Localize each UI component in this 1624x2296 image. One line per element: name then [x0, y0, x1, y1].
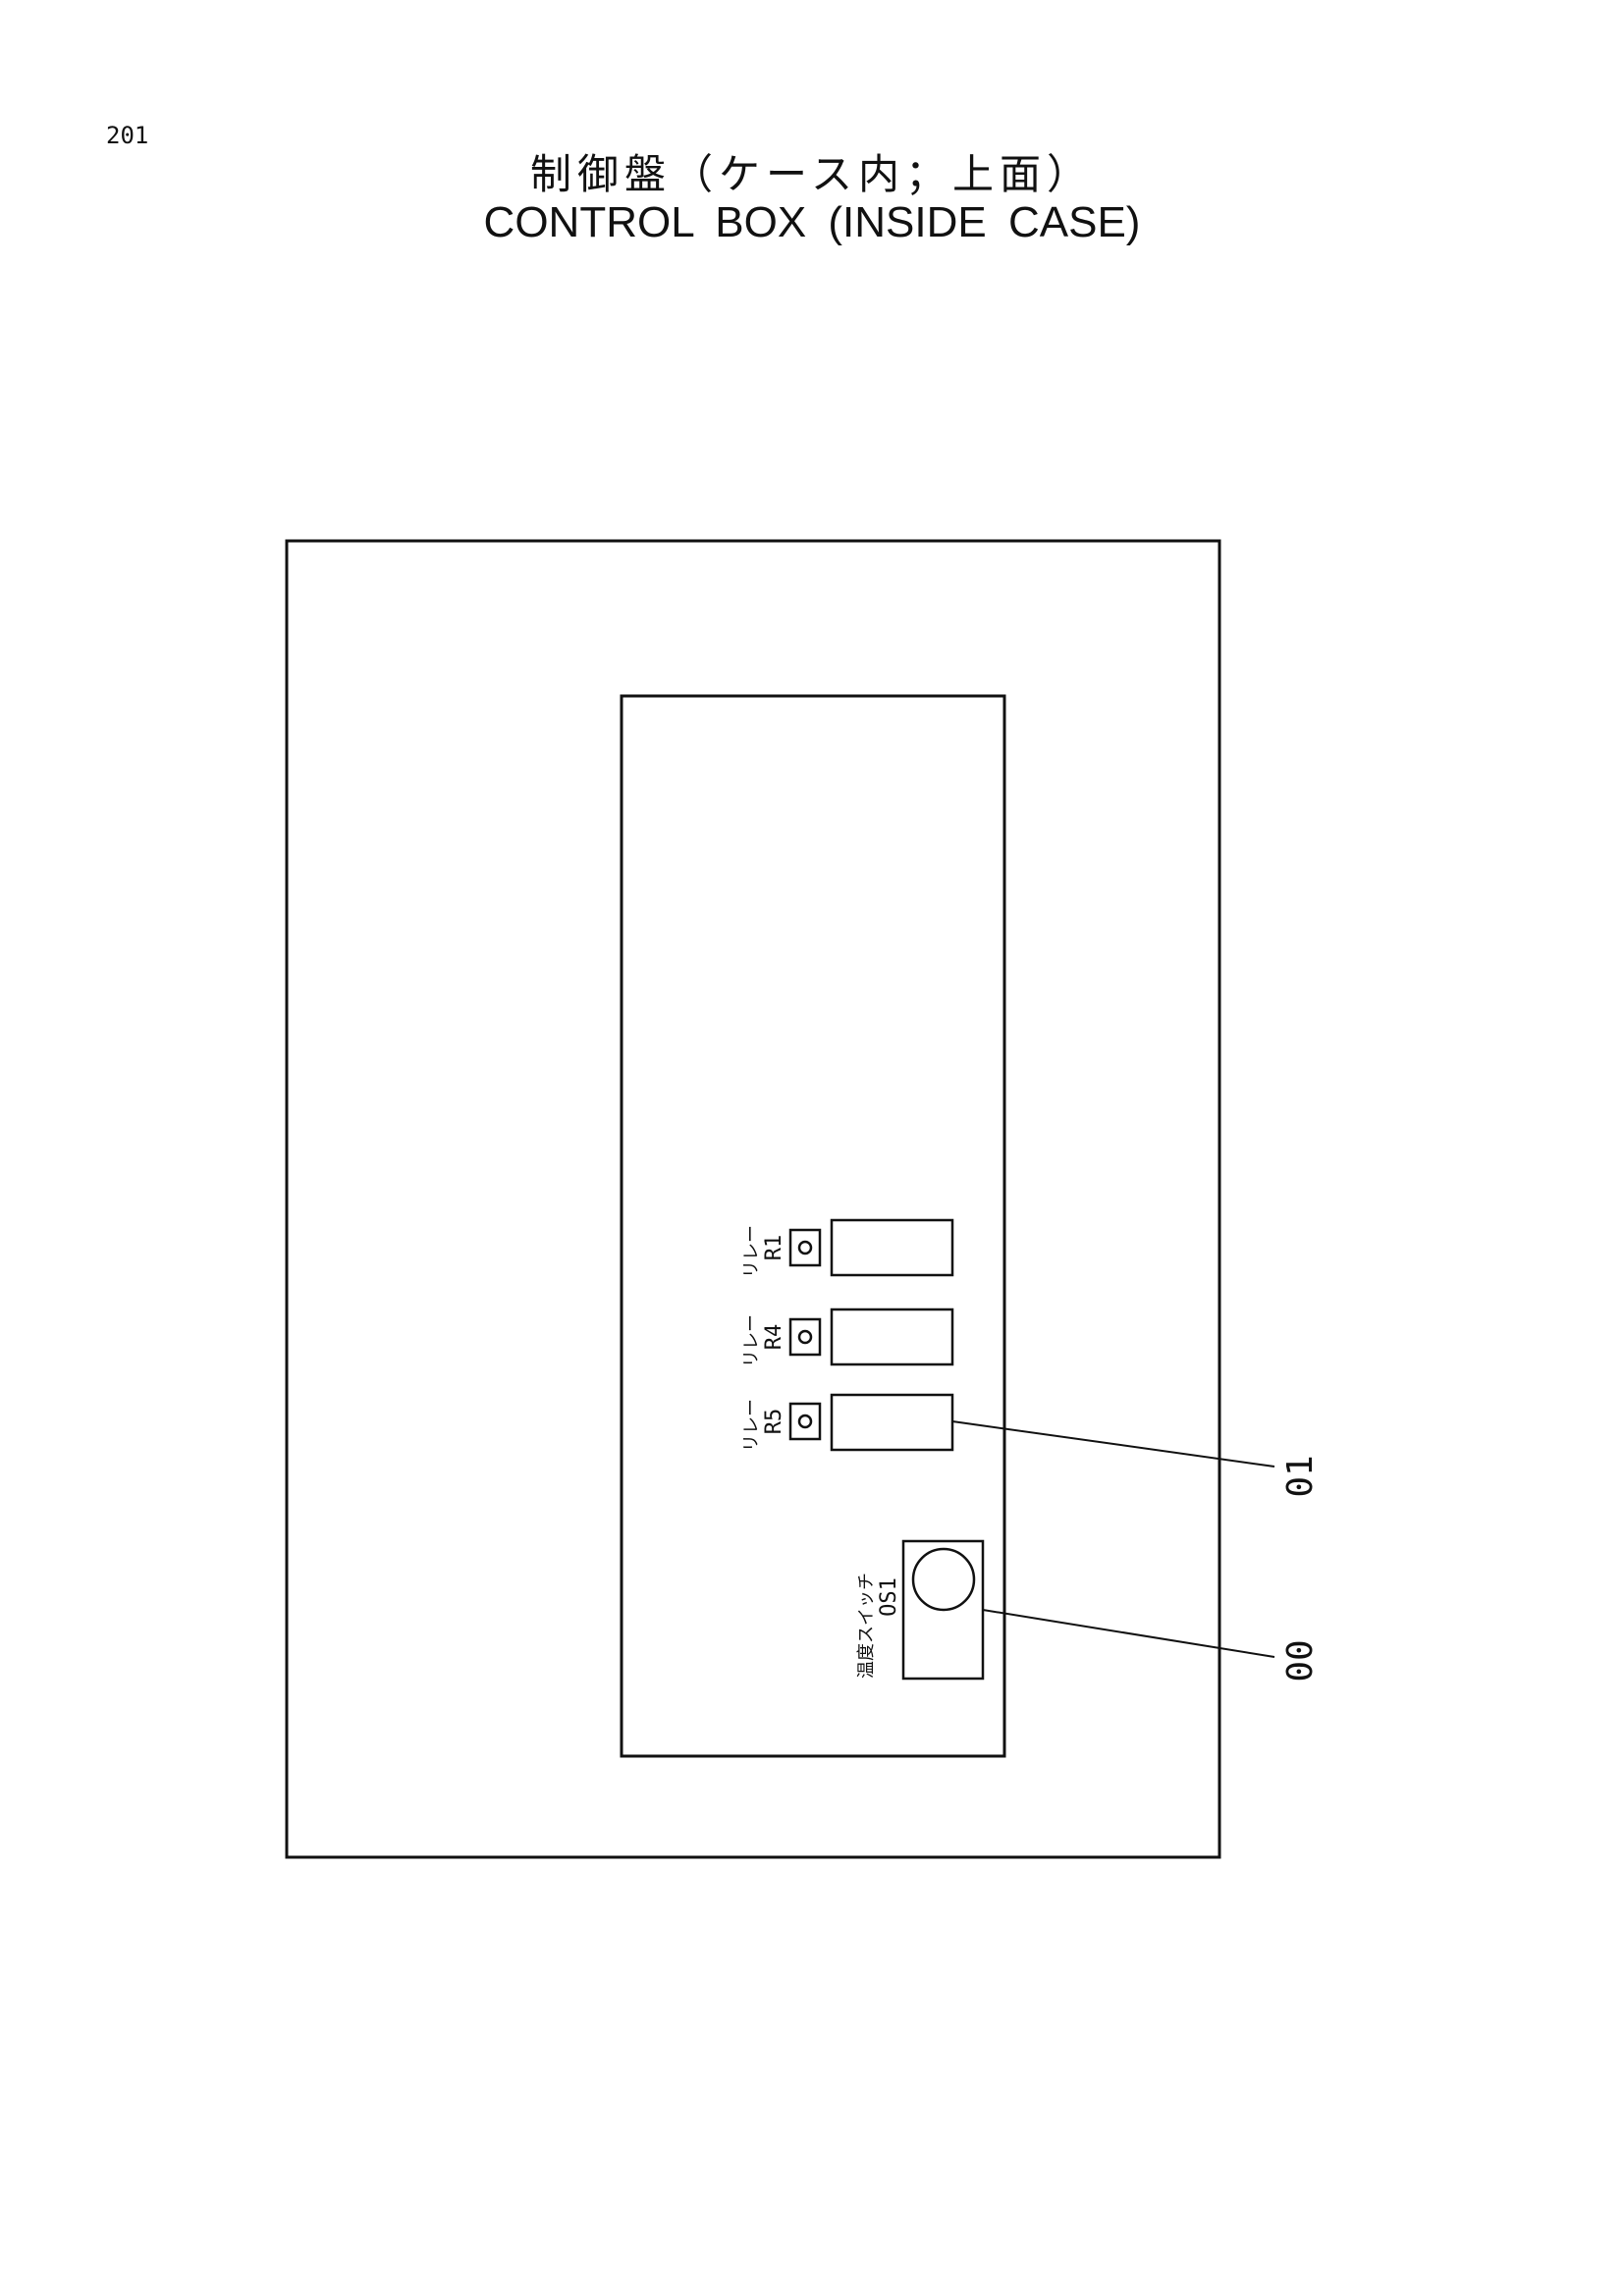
callout-relay: 01 — [1280, 1455, 1321, 1497]
relay-r4-kind-label: リレー — [741, 1314, 762, 1367]
relay-r1-kind-label: リレー — [741, 1225, 762, 1278]
temperature-switch-id-label: OS1 — [877, 1577, 901, 1617]
relay-r4-terminal — [788, 1317, 822, 1357]
callout-switch: 00 — [1280, 1639, 1321, 1682]
leader-line-switch — [982, 1609, 1275, 1658]
relay-r5-kind-label: リレー — [741, 1399, 762, 1452]
outer-case — [285, 539, 1221, 1859]
temperature-switch-os1: 温度スイッチ OS1 — [856, 1539, 985, 1681]
relay-r1-terminal — [788, 1228, 822, 1267]
relay-r5-id-label: R5 — [762, 1409, 786, 1435]
title-japanese: 制御盤（ケース内；上面） — [530, 150, 1094, 198]
temperature-switch-kind-label: 温度スイッチ — [856, 1573, 877, 1679]
relay-r4-id-label: R4 — [762, 1324, 786, 1351]
relay-r1-id-label: R1 — [762, 1235, 786, 1261]
relay-r1: リレー R1 — [741, 1218, 954, 1278]
relay-r5-terminal — [788, 1402, 822, 1441]
relay-r1-body — [830, 1218, 954, 1277]
inner-panel — [620, 694, 1006, 1758]
page-number: 201 — [106, 122, 149, 149]
temperature-switch-dial — [911, 1547, 976, 1612]
relay-r4-body — [830, 1308, 954, 1366]
relay-r5: リレー R5 — [741, 1393, 954, 1452]
leader-line-relay — [951, 1420, 1275, 1468]
relay-r4: リレー R4 — [741, 1308, 954, 1367]
relay-r4-terminal-hole — [797, 1329, 813, 1345]
title-english: CONTROL BOX (INSIDE CASE) — [483, 198, 1141, 246]
relay-r5-body — [830, 1393, 954, 1452]
relay-r1-terminal-hole — [797, 1240, 813, 1255]
relay-r5-terminal-hole — [797, 1414, 813, 1429]
